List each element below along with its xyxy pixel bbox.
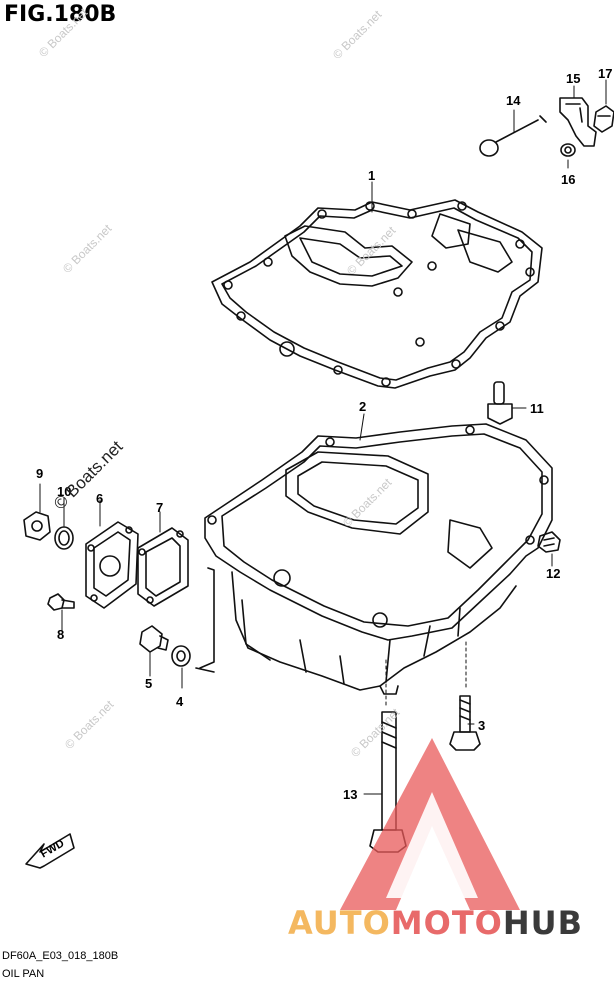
part-15-guide-tube[interactable] bbox=[559, 97, 597, 147]
part-8-bolt[interactable] bbox=[47, 593, 75, 611]
callout-6[interactable]: 6 bbox=[96, 491, 104, 506]
part-14-dipstick[interactable] bbox=[479, 115, 547, 157]
part-1-gasket[interactable] bbox=[211, 199, 543, 389]
part-2-oil-pan[interactable] bbox=[195, 423, 553, 695]
part-3-bolt[interactable] bbox=[449, 695, 481, 751]
brand-logo-text: AUTOMOTOHUB bbox=[288, 904, 583, 942]
part-11-fitting[interactable] bbox=[487, 381, 513, 425]
callout-16[interactable]: 16 bbox=[561, 172, 576, 187]
fwd-arrow-icon bbox=[25, 833, 75, 869]
callout-2[interactable]: 2 bbox=[359, 399, 367, 414]
part-9-plug[interactable] bbox=[23, 511, 51, 541]
callout-4[interactable]: 4 bbox=[176, 694, 184, 709]
figure-title: FIG.180B bbox=[4, 2, 117, 27]
callout-9[interactable]: 9 bbox=[36, 466, 44, 481]
brand-part-auto: AUTO bbox=[288, 904, 391, 942]
part-6-gasket[interactable] bbox=[85, 521, 139, 609]
figure-code: DF60A_E03_018_180B bbox=[2, 950, 119, 962]
callout-13[interactable]: 13 bbox=[343, 787, 358, 802]
part-16-o-ring[interactable] bbox=[560, 143, 576, 157]
callout-7[interactable]: 7 bbox=[156, 500, 164, 515]
brand-triangle-logo bbox=[340, 738, 520, 910]
callout-12[interactable]: 12 bbox=[546, 566, 561, 581]
part-17-bolt[interactable] bbox=[593, 105, 614, 133]
figure-name: OIL PAN bbox=[2, 968, 45, 980]
callout-17[interactable]: 17 bbox=[598, 66, 613, 81]
part-10-o-ring[interactable] bbox=[54, 526, 74, 550]
brand-part-hub: HUB bbox=[502, 904, 584, 942]
brand-part-moto: MOTO bbox=[390, 904, 503, 942]
callout-5[interactable]: 5 bbox=[145, 676, 153, 691]
callout-14[interactable]: 14 bbox=[506, 93, 521, 108]
leader-lines bbox=[39, 79, 607, 795]
callout-15[interactable]: 15 bbox=[566, 71, 581, 86]
callout-8[interactable]: 8 bbox=[57, 627, 65, 642]
callout-10[interactable]: 10 bbox=[57, 484, 72, 499]
part-7-cover[interactable] bbox=[137, 527, 189, 607]
callout-11[interactable]: 11 bbox=[530, 401, 544, 416]
callout-1[interactable]: 1 bbox=[368, 168, 376, 183]
part-5-drain-plug[interactable] bbox=[139, 625, 169, 653]
callout-3[interactable]: 3 bbox=[478, 718, 486, 733]
part-12-plug[interactable] bbox=[537, 531, 561, 553]
part-4-washer[interactable] bbox=[171, 645, 191, 667]
